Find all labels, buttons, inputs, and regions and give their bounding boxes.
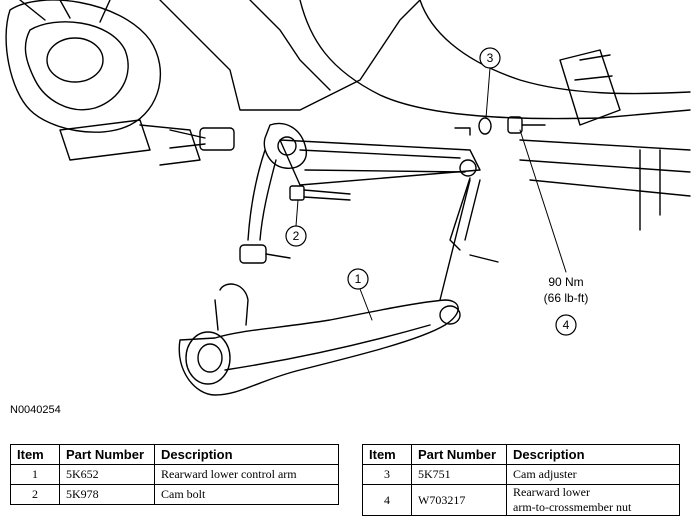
callout-2: 2 xyxy=(285,225,307,247)
cell-part-number: W703217 xyxy=(411,484,507,516)
cell-part-number: 5K652 xyxy=(59,464,155,485)
svg-text:4: 4 xyxy=(563,318,570,332)
parts-table-right: Item Part Number Description 3 5K751 Cam… xyxy=(362,444,680,516)
cell-item: 3 xyxy=(362,464,412,485)
cell-part-number: 5K751 xyxy=(411,464,507,485)
table-header-row: Item Part Number Description xyxy=(362,444,680,465)
svg-text:2: 2 xyxy=(293,229,300,243)
table-header-row: Item Part Number Description xyxy=(10,444,339,465)
header-item: Item xyxy=(10,444,60,465)
cell-item: 1 xyxy=(10,464,60,485)
header-part-number: Part Number xyxy=(59,444,155,465)
table-row: 3 5K751 Cam adjuster xyxy=(362,464,680,485)
header-part-number: Part Number xyxy=(411,444,507,465)
table-row: 2 5K978 Cam bolt xyxy=(10,484,339,505)
header-item: Item xyxy=(362,444,412,465)
leader-lines xyxy=(295,67,567,321)
cell-description: Cam bolt xyxy=(154,484,339,505)
lower-control-arm-drawing xyxy=(178,179,471,396)
cam-adjuster-drawing xyxy=(454,116,546,136)
callout-1: 1 xyxy=(347,268,369,290)
suspension-illustration: 3 2 1 4 90 Nm (66 lb-ft) xyxy=(5,0,691,396)
cam-bolt-drawing xyxy=(289,185,351,201)
wheel-hub-drawing xyxy=(5,0,162,133)
figure-id: N0040254 xyxy=(10,404,61,416)
description-line-1: Rearward lower xyxy=(513,485,590,499)
callout-3: 3 xyxy=(479,47,501,69)
header-description: Description xyxy=(154,444,339,465)
cell-description: Rearward lower control arm xyxy=(154,464,339,485)
svg-text:3: 3 xyxy=(487,51,494,65)
parts-table-left: Item Part Number Description 1 5K652 Rea… xyxy=(10,444,339,505)
table-row: 1 5K652 Rearward lower control arm xyxy=(10,464,339,485)
svg-text:1: 1 xyxy=(355,272,362,286)
cell-item: 4 xyxy=(362,484,412,516)
header-description: Description xyxy=(506,444,680,465)
cell-item: 2 xyxy=(10,484,60,505)
cell-description: Cam adjuster xyxy=(506,464,680,485)
torque-imperial: (66 lb-ft) xyxy=(544,291,589,305)
crossmember-drawing xyxy=(169,122,499,264)
callout-4: 4 xyxy=(555,314,577,336)
cell-part-number: 5K978 xyxy=(59,484,155,505)
description-line-2: arm-to-crossmember nut xyxy=(513,500,632,514)
frame-drawing xyxy=(59,0,691,231)
torque-value: 90 Nm xyxy=(548,275,583,289)
